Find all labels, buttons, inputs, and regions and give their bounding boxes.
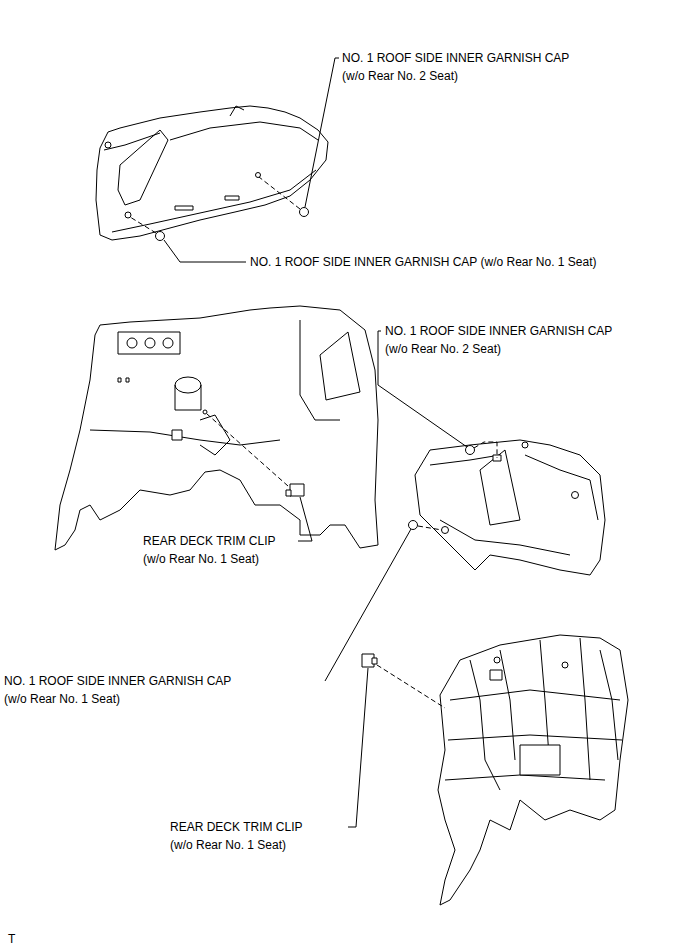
part-label: NO. 1 ROOF SIDE INNER GARNISH CAP [4,674,231,688]
part-label: NO. 1 ROOF SIDE INNER GARNISH CAP [385,324,612,338]
part-label: REAR DECK TRIM CLIP [170,820,302,834]
garnish-cap [156,232,165,241]
garnish-cap [300,208,309,217]
part-label: NO. 1 ROOF SIDE INNER GARNISH CAP (w/o R… [250,255,597,269]
trim-clip [362,654,377,667]
part-label: (w/o Rear No. 1 Seat) [170,838,286,852]
part-label: REAR DECK TRIM CLIP [143,534,275,548]
part-label: (w/o Rear No. 2 Seat) [385,342,501,356]
garnish-cap [409,521,418,530]
figure-code: T [8,932,15,946]
middle-trim-panel [415,440,605,575]
part-label: (w/o Rear No. 1 Seat) [4,692,120,706]
part-label: (w/o Rear No. 2 Seat) [342,69,458,83]
quarter-trim-panel [55,306,378,550]
upper-trim-panel [96,106,328,240]
lower-trim-panel [438,635,628,905]
trim-clip [286,484,304,496]
leader-line [164,58,467,827]
part-label: NO. 1 ROOF SIDE INNER GARNISH CAP [342,51,569,65]
part-label: (w/o Rear No. 1 Seat) [143,552,259,566]
